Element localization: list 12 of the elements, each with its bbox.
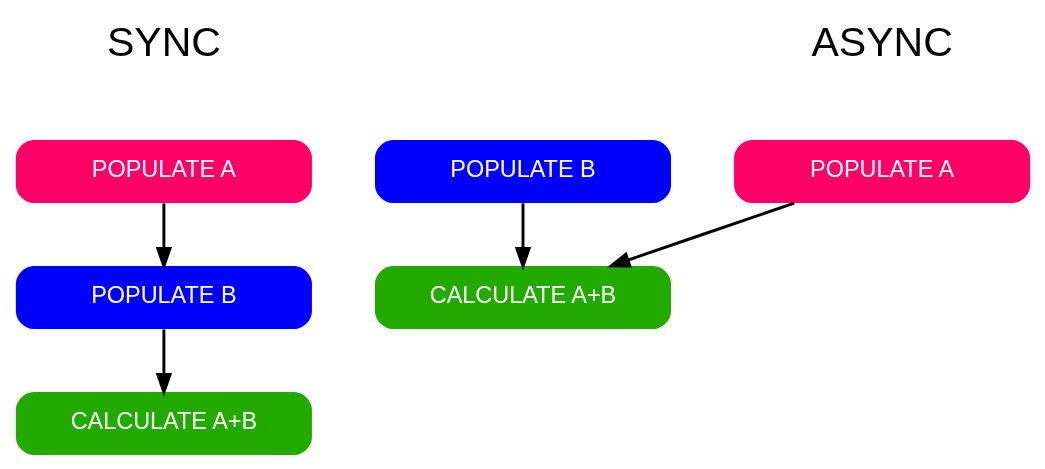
arrow	[514, 203, 531, 271]
node-box: CALCULATE A+B	[15, 392, 312, 456]
node-box: POPULATE A	[733, 139, 1030, 203]
node-box: POPULATE B	[374, 139, 671, 203]
arrow	[155, 203, 172, 271]
node-box: POPULATE A	[15, 139, 312, 203]
node-box: CALCULATE A+B	[374, 266, 671, 330]
arrow	[606, 201, 795, 268]
arrow	[155, 329, 172, 397]
node-box: POPULATE B	[15, 266, 312, 330]
label: SYNC	[106, 18, 221, 65]
label: ASYNC	[810, 18, 953, 65]
